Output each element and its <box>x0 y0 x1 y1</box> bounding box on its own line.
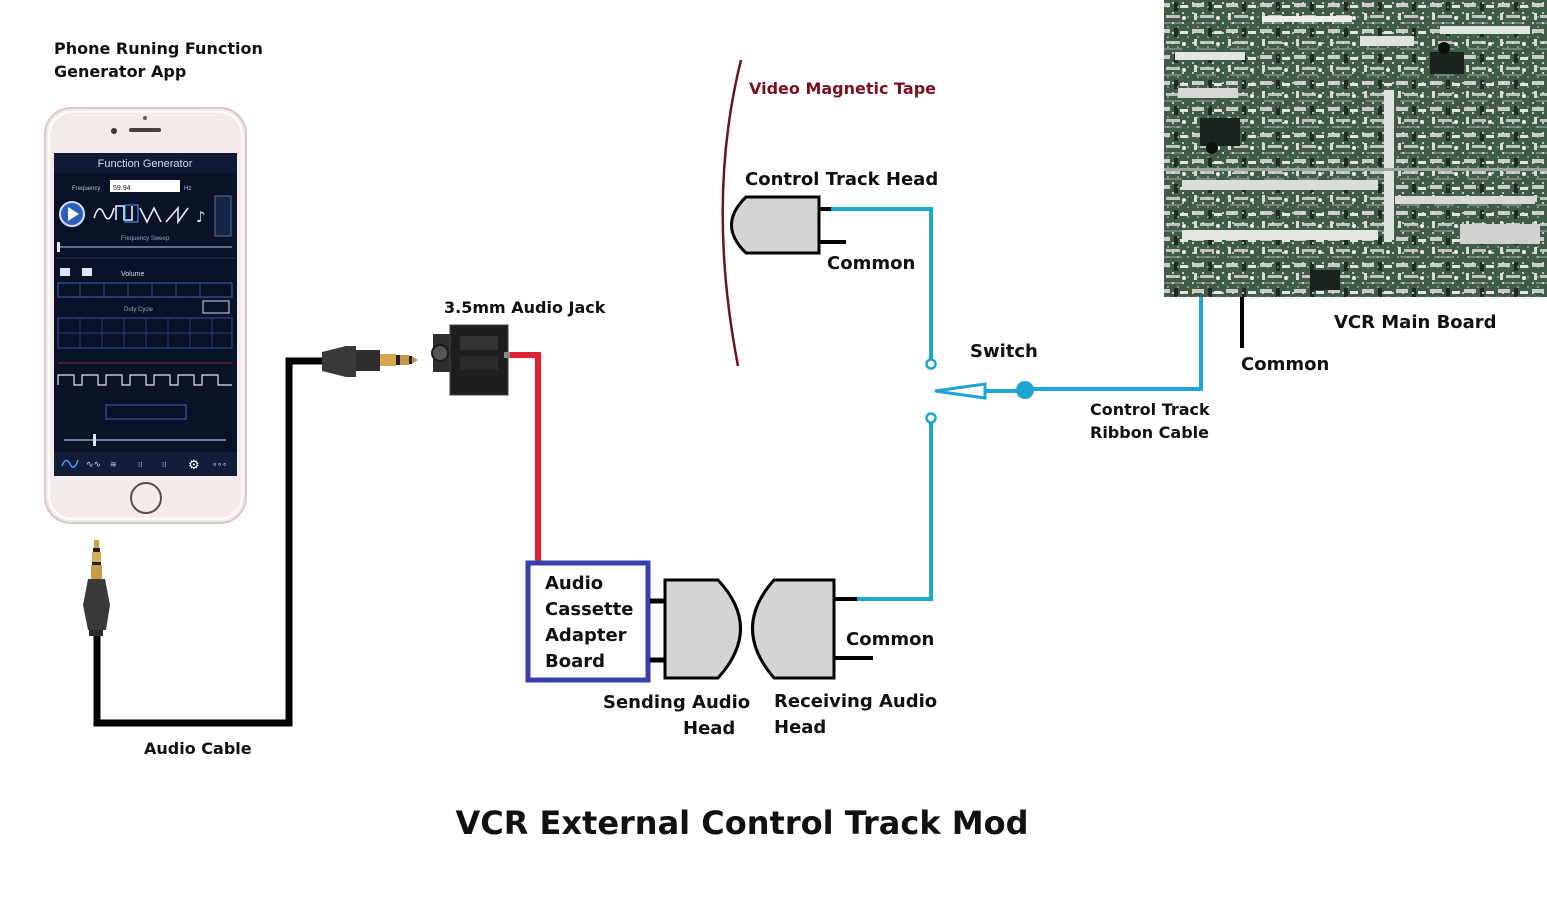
sending-head-label-line2: Head <box>683 718 735 739</box>
main-board-label: VCR Main Board <box>1334 312 1497 333</box>
duty-label: Duty Cycle <box>124 307 154 313</box>
switch-contact-top <box>925 358 937 370</box>
audio-jack-label: 3.5mm Audio Jack <box>444 298 606 317</box>
switch-pivot <box>1016 381 1034 399</box>
adapter-label-line4: Board <box>545 651 605 672</box>
sending-audio-head <box>663 578 742 680</box>
triangle-wave-icon[interactable] <box>139 206 162 224</box>
sine-wave-icon[interactable] <box>93 207 115 220</box>
phone-label-line2: Generator App <box>54 62 186 81</box>
channel-selector[interactable] <box>214 195 232 237</box>
tab-mod-icon[interactable]: ⁞⁞ <box>162 461 166 469</box>
sawtooth-wave-icon[interactable] <box>165 205 189 225</box>
blue-ribbon-cable <box>1025 297 1203 391</box>
tab-waveform-icon[interactable] <box>61 459 79 468</box>
sliders-icon[interactable] <box>202 300 230 314</box>
receiving-head-label-line2: Head <box>774 717 826 738</box>
home-button-icon[interactable] <box>130 482 162 514</box>
main-board-common-label: Common <box>1241 354 1329 375</box>
tab-noise-icon[interactable]: ≋ <box>110 460 117 469</box>
switch <box>925 358 1034 424</box>
bottom-toolbar <box>54 452 237 476</box>
video-magnetic-tape <box>721 59 743 367</box>
control-head-label: Control Track Head <box>745 169 938 190</box>
blue-wire-receiving-head <box>855 418 933 601</box>
jack-plug <box>322 346 418 377</box>
timing-readout <box>105 404 187 420</box>
phone-audio-plug <box>83 540 110 636</box>
app-title: Function Generator <box>98 158 193 170</box>
audio-jack <box>431 324 513 396</box>
tab-dual-icon[interactable]: ⁞⁞ <box>138 461 142 469</box>
volume-label: Volume <box>121 271 144 278</box>
save-icon[interactable] <box>82 268 92 276</box>
receiving-head-label-line1: Receiving Audio <box>774 691 937 712</box>
square-wave-icon[interactable] <box>115 205 133 221</box>
sweep-label: Frequency Sweep <box>121 236 170 242</box>
ribbon-label-line1: Control Track <box>1090 400 1210 419</box>
tab-multi-icon[interactable]: ∿∿ <box>86 460 101 470</box>
diagram-title: VCR External Control Track Mod <box>455 804 1028 842</box>
more-options-icon[interactable]: ∘∘∘ <box>212 460 227 469</box>
settings-gear-icon[interactable]: ⚙ <box>188 458 200 473</box>
front-camera-icon <box>111 128 117 134</box>
vcr-main-board <box>1164 0 1547 297</box>
frequency-label: Frequency <box>72 186 100 192</box>
blue-wire-control-head <box>828 207 933 364</box>
receiving-audio-head <box>751 578 836 680</box>
adapter-label-line3: Adapter <box>545 625 627 646</box>
control-track-head <box>730 195 846 255</box>
frequency-input[interactable] <box>110 180 180 192</box>
earpiece-slot <box>129 128 161 132</box>
phone-label-line1: Phone Runing Function <box>54 39 263 58</box>
sending-head-label-line1: Sending Audio <box>603 692 750 713</box>
frequency-unit: Hz <box>184 186 191 192</box>
phone-screen: Function Generator Frequency 59.94 Hz ♪ … <box>54 153 237 476</box>
audio-cassette-adapter-board <box>525 560 651 683</box>
waveform-display <box>57 374 232 386</box>
audio-cable-label: Audio Cable <box>144 739 252 758</box>
level-bar[interactable] <box>57 282 233 298</box>
adapter-label-line1: Audio <box>545 573 603 594</box>
ribbon-label-line2: Ribbon Cable <box>1090 423 1209 442</box>
download-icon[interactable] <box>60 268 70 276</box>
switch-contact-bottom <box>925 412 937 424</box>
earpiece-dot <box>143 116 147 120</box>
video-tape-label: Video Magnetic Tape <box>749 79 936 98</box>
red-signal-wire <box>510 352 541 562</box>
audio-cable <box>93 357 324 727</box>
switch-label: Switch <box>970 341 1038 362</box>
adapter-label-line2: Cassette <box>545 599 633 620</box>
phone: Function Generator Frequency 59.94 Hz ♪ … <box>44 107 247 524</box>
receiving-common-label: Common <box>846 629 934 650</box>
frequency-value: 59.94 <box>113 185 131 192</box>
music-note-icon[interactable]: ♪ <box>196 208 206 226</box>
control-head-common-label: Common <box>827 253 915 274</box>
